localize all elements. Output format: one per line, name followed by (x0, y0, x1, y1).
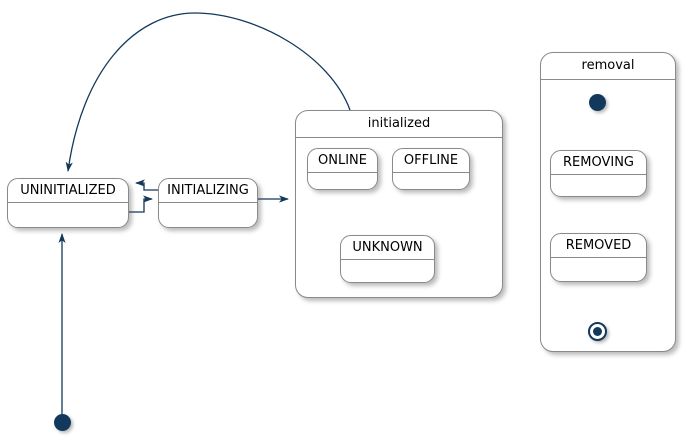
state-removed[interactable]: REMOVED (550, 233, 647, 282)
composite-state-removal-title: removal (541, 53, 675, 80)
composite-state-initialized-title: initialized (296, 111, 502, 138)
final-pseudostate-removal[interactable] (587, 321, 607, 341)
state-online[interactable]: ONLINE (307, 148, 378, 190)
transition-initializing-to-uninitialized (135, 179, 158, 191)
state-initializing-label: INITIALIZING (159, 179, 257, 203)
state-removing[interactable]: REMOVING (550, 150, 647, 197)
state-offline-label: OFFLINE (393, 149, 469, 173)
state-unknown[interactable]: UNKNOWN (340, 235, 435, 283)
state-removed-label: REMOVED (551, 234, 646, 258)
state-offline[interactable]: OFFLINE (392, 148, 470, 190)
state-online-label: ONLINE (308, 149, 377, 173)
state-uninitialized[interactable]: UNINITIALIZED (7, 178, 129, 228)
state-unknown-label: UNKNOWN (341, 236, 434, 260)
state-initializing[interactable]: INITIALIZING (158, 178, 258, 228)
initial-pseudostate-machine[interactable] (53, 413, 71, 431)
initial-pseudostate-removal[interactable] (588, 93, 606, 111)
state-removing-label: REMOVING (551, 151, 646, 175)
composite-state-removal[interactable]: removal (540, 52, 676, 352)
state-uninitialized-label: UNINITIALIZED (8, 179, 128, 203)
final-pseudostate-inner-dot (592, 326, 602, 336)
transition-uninitialized-to-initializing (129, 195, 153, 213)
